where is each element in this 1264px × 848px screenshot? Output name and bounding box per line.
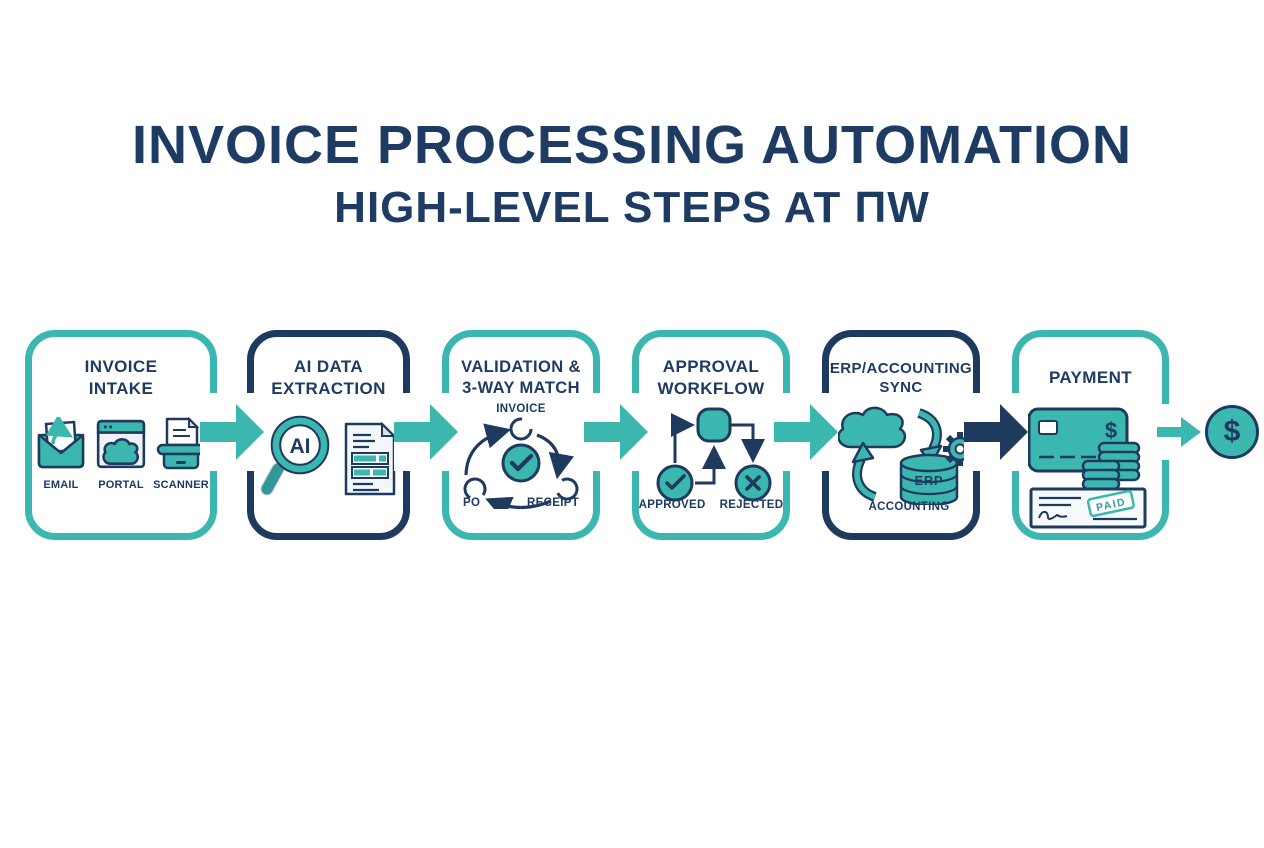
match-label-receipt: RECEIPT: [527, 497, 579, 509]
ai-magnifier-icon: AI: [260, 415, 329, 496]
match-bottom-labels: PO RECEIPT: [449, 497, 593, 509]
intake-source-email: EMAIL: [33, 417, 89, 491]
step-title: AI DATA EXTRACTION: [271, 356, 386, 398]
arrow-right-icon: [774, 404, 838, 460]
rejected-label: REJECTED: [719, 499, 784, 511]
process-flow: INVOICE INTAKE EMAIL: [25, 330, 1264, 540]
flow-arrow-2: [394, 393, 458, 471]
erp-label: ERP: [915, 474, 944, 488]
card-dollar-label: $: [1104, 418, 1116, 443]
approval-labels: APPROVED REJECTED: [639, 499, 783, 511]
step-title: PAYMENT: [1048, 367, 1133, 387]
source-label: SCANNER: [153, 479, 209, 491]
coins-icon: [1081, 441, 1140, 491]
arrow-right-icon: [964, 404, 1028, 460]
step-payment: PAYMENT $: [1012, 330, 1169, 540]
scanner-icon: [156, 417, 206, 470]
email-icon: [37, 417, 85, 469]
flow-arrow-final: [1153, 404, 1205, 460]
intake-sources: EMAIL PORTAL: [32, 417, 210, 491]
cloud-icon: [837, 406, 907, 449]
arrow-right-icon: [1157, 417, 1201, 447]
source-label: PORTAL: [98, 479, 144, 491]
ai-label: AI: [289, 435, 310, 458]
portal-icon: [96, 419, 146, 469]
step-title: ERP/ACCOUNTING SYNC: [829, 359, 973, 397]
erp-sync-icon: ERP: [837, 406, 977, 505]
intake-source-portal: PORTAL: [93, 417, 149, 491]
arrow-right-icon: [584, 404, 648, 460]
match-label-po: PO: [463, 497, 481, 509]
source-label: EMAIL: [43, 479, 79, 491]
page-title: INVOICE PROCESSING AUTOMATION: [131, 115, 1133, 175]
step-validation-match: VALIDATION & 3-WAY MATCH INVOICE PO RECE…: [442, 330, 600, 540]
arrow-right-icon: [200, 404, 264, 460]
step-ai-data-extraction: AI DATA EXTRACTION AI: [247, 330, 410, 540]
page-subtitle: HIGH-LEVEL STEPS AT ΠW: [334, 183, 930, 232]
step-erp-sync: ERP/ACCOUNTING SYNC ER: [822, 330, 980, 540]
intake-source-scanner: SCANNER: [153, 417, 209, 491]
step-title: INVOICE INTAKE: [84, 356, 158, 398]
flow-arrow-4: [774, 393, 838, 471]
approved-label: APPROVED: [638, 499, 706, 511]
dollar-symbol: $: [1223, 415, 1241, 448]
check-paid-icon: PAID: [1029, 487, 1146, 529]
step-invoice-intake: INVOICE INTAKE EMAIL: [25, 330, 217, 540]
match-label-invoice: INVOICE: [496, 403, 546, 415]
invoice-document-icon: [344, 422, 396, 496]
step-title: APPROVAL WORKFLOW: [657, 356, 765, 398]
approval-flow-icon: [656, 407, 772, 502]
erp-database-icon: ERP: [899, 453, 959, 505]
accounting-label: ACCOUNTING: [868, 501, 950, 513]
extraction-icons: AI: [254, 413, 403, 507]
flow-arrow-5: [964, 393, 1028, 471]
payment-icons: $: [1027, 407, 1146, 529]
flow-arrow-1: [200, 393, 264, 471]
dollar-circle-icon: $: [1205, 405, 1259, 459]
sync-arrows-icon: [851, 408, 943, 502]
header: INVOICE PROCESSING AUTOMATION HIGH-LEVEL…: [0, 118, 1264, 230]
three-way-match-icon: [463, 417, 579, 509]
step-approval-workflow: APPROVAL WORKFLOW APPROVED REJECTED: [632, 330, 790, 540]
arrow-right-icon: [394, 404, 458, 460]
step-title: VALIDATION & 3-WAY MATCH: [461, 357, 581, 397]
flow-arrow-3: [584, 393, 648, 471]
